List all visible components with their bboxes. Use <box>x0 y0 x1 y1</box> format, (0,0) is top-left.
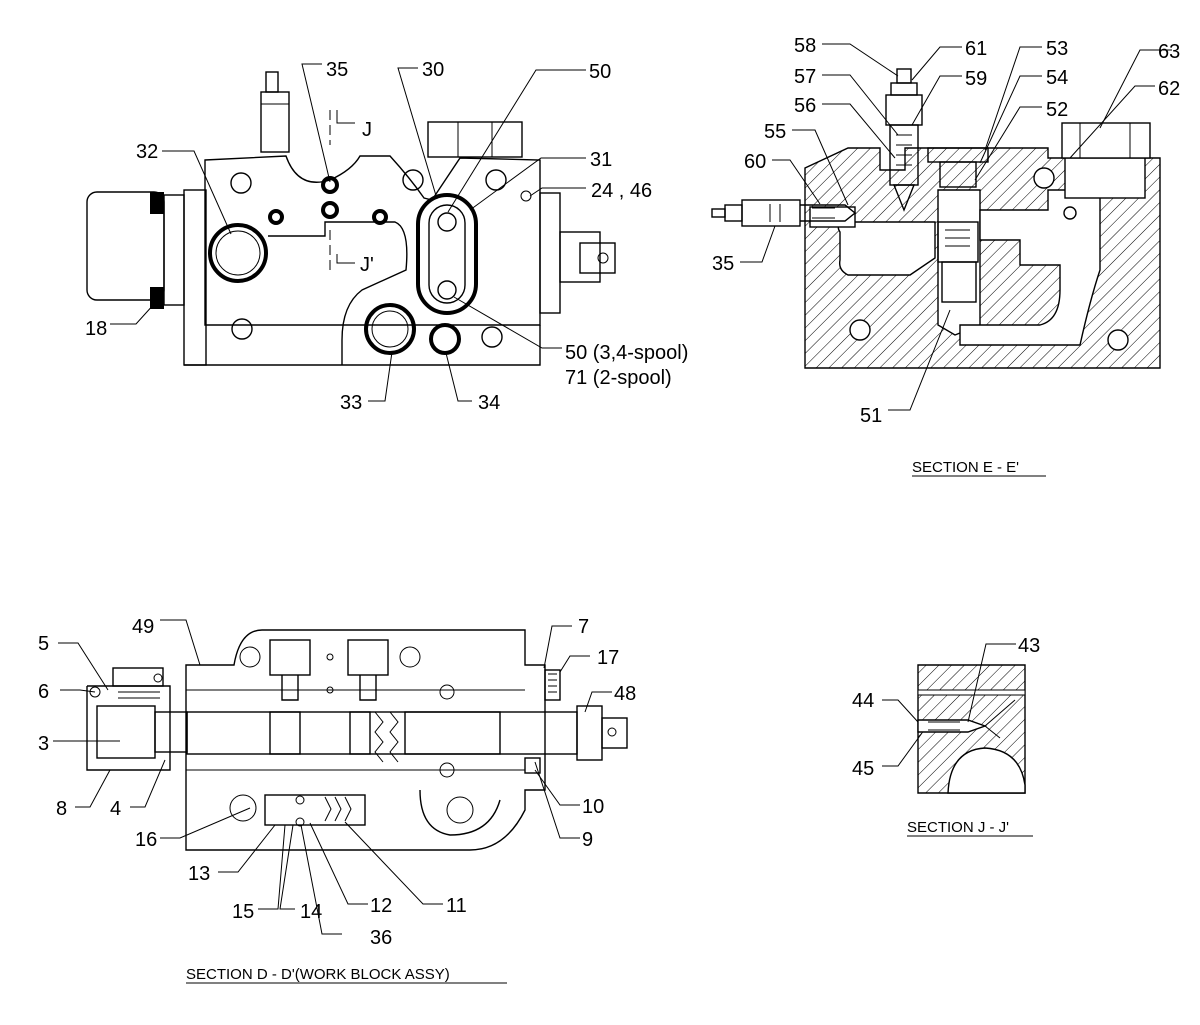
callout-9: 9 <box>582 829 593 851</box>
callout-15: 15 <box>232 901 254 923</box>
callout-13: 13 <box>188 863 210 885</box>
callout-24-46: 24 , 46 <box>591 180 652 202</box>
section-d-labels: 49 7 5 17 6 48 3 8 4 16 10 9 13 12 11 15… <box>38 616 636 984</box>
callout-5: 5 <box>38 633 49 655</box>
callout-3: 3 <box>38 733 49 755</box>
callout-51: 51 <box>860 405 882 427</box>
callout-10: 10 <box>582 796 604 818</box>
caption-section-d: SECTION D - D'(WORK BLOCK ASSY) <box>186 966 450 983</box>
callout-4: 4 <box>110 798 121 820</box>
callout-54: 54 <box>1046 67 1068 89</box>
callout-35-e: 35 <box>712 253 734 275</box>
callout-58: 58 <box>794 35 816 57</box>
callout-14: 14 <box>300 901 322 923</box>
callout-32: 32 <box>136 141 158 163</box>
section-d-view <box>53 619 628 935</box>
callout-36: 36 <box>370 927 392 949</box>
caption-section-j: SECTION J - J' <box>907 819 1009 836</box>
callout-J: J <box>362 119 372 141</box>
callout-11: 11 <box>446 895 467 917</box>
callout-J-prime: J' <box>360 254 374 276</box>
section-e-view <box>711 43 1172 411</box>
callout-18: 18 <box>85 318 107 340</box>
callout-31: 31 <box>590 149 612 171</box>
callout-57: 57 <box>794 66 816 88</box>
callout-43: 43 <box>1018 635 1040 657</box>
top-view-labels: 35 30 50 J 32 31 24 , 46 J' 18 50 (3,4-s… <box>85 59 688 414</box>
section-j-view <box>882 643 1026 794</box>
callout-50: 50 <box>589 61 611 83</box>
section-e-labels: 58 61 53 63 57 59 54 62 56 52 55 60 35 5… <box>712 35 1180 477</box>
callout-44: 44 <box>852 690 874 712</box>
caption-section-e: SECTION E - E' <box>912 459 1019 476</box>
section-j-labels: 43 44 45 SECTION J - J' <box>852 635 1040 837</box>
callout-53: 53 <box>1046 38 1068 60</box>
valve-block-top-view <box>86 63 616 402</box>
callout-55: 55 <box>764 121 786 143</box>
callout-6: 6 <box>38 681 49 703</box>
callout-16: 16 <box>135 829 157 851</box>
callout-56: 56 <box>794 95 816 117</box>
callout-12: 12 <box>370 895 392 917</box>
callout-62: 62 <box>1158 78 1180 100</box>
callout-61: 61 <box>965 38 987 60</box>
callout-30: 30 <box>422 59 444 81</box>
callout-59: 59 <box>965 68 987 90</box>
callout-34: 34 <box>478 392 500 414</box>
callout-50-spool: 50 (3,4-spool) <box>565 342 688 364</box>
callout-60: 60 <box>744 151 766 173</box>
callout-8: 8 <box>56 798 67 820</box>
callout-49: 49 <box>132 616 154 638</box>
callout-17: 17 <box>597 647 619 669</box>
callout-35: 35 <box>326 59 348 81</box>
callout-48: 48 <box>614 683 636 705</box>
callout-7: 7 <box>578 616 589 638</box>
callout-52: 52 <box>1046 99 1068 121</box>
callout-45: 45 <box>852 758 874 780</box>
callout-63: 63 <box>1158 41 1180 63</box>
callout-71-spool: 71 (2-spool) <box>565 367 672 389</box>
callout-33: 33 <box>340 392 362 414</box>
